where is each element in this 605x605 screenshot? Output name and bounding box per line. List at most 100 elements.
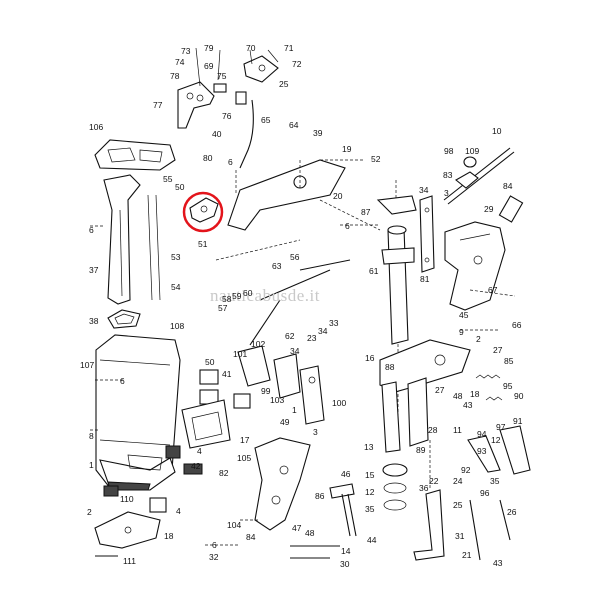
stern-bracket-column bbox=[376, 180, 417, 440]
part-number-label: 17 bbox=[240, 435, 250, 445]
part-number-label: 42 bbox=[191, 461, 201, 471]
part-number-label: 37 bbox=[89, 265, 99, 275]
part-number-label: 18 bbox=[470, 389, 480, 399]
part-number-label: 97 bbox=[496, 422, 506, 432]
part-number-label: 63 bbox=[272, 261, 282, 271]
part-number-label: 84 bbox=[246, 532, 256, 542]
part-number-label: 24 bbox=[453, 476, 463, 486]
part-number-label: 15 bbox=[365, 470, 375, 480]
base-small-parts bbox=[103, 445, 203, 513]
part-number-label: 31 bbox=[455, 531, 465, 541]
part-number-label: 65 bbox=[261, 115, 271, 125]
part-number-label: 19 bbox=[342, 144, 352, 154]
part-number-label: 12 bbox=[365, 487, 375, 497]
part-number-label: 3 bbox=[313, 427, 318, 437]
part-number-label: 72 bbox=[292, 59, 302, 69]
part-number-label: 11 bbox=[453, 425, 462, 435]
part-number-label: 6 bbox=[212, 540, 217, 550]
part-number-label: 9 bbox=[459, 327, 464, 337]
part-number-label: 45 bbox=[459, 310, 469, 320]
part-number-label: 81 bbox=[420, 274, 430, 284]
part-number-label: 64 bbox=[289, 120, 299, 130]
part-number-label: 12 bbox=[491, 435, 501, 445]
part-number-label: 27 bbox=[435, 385, 445, 395]
part-number-label: 20 bbox=[333, 191, 343, 201]
part-number-label: 43 bbox=[493, 558, 503, 568]
bottom-bracket bbox=[94, 511, 161, 557]
part-number-label: 91 bbox=[513, 416, 523, 426]
part-number-label: 29 bbox=[484, 204, 494, 214]
part-number-label: 2 bbox=[476, 334, 481, 344]
part-number-label: 107 bbox=[80, 360, 95, 370]
part-number-label: 35 bbox=[490, 476, 500, 486]
part-number-label: 27 bbox=[493, 345, 503, 355]
part-number-label: 57 bbox=[218, 303, 228, 313]
part-number-label: 98 bbox=[444, 146, 454, 156]
part-number-label: 56 bbox=[290, 252, 300, 262]
part-number-label: 6 bbox=[89, 225, 94, 235]
shift-linkage bbox=[237, 259, 351, 425]
part-number-label: 52 bbox=[371, 154, 381, 164]
part-number-label: 101 bbox=[233, 349, 248, 359]
part-number-label: 6 bbox=[345, 221, 350, 231]
part-number-label: 61 bbox=[369, 266, 379, 276]
exhaust-housing-top bbox=[94, 139, 176, 305]
part-number-label: 50 bbox=[205, 357, 215, 367]
part-number-label: 35 bbox=[365, 504, 375, 514]
part-number-label: 93 bbox=[477, 446, 487, 456]
part-number-label: 82 bbox=[219, 468, 229, 478]
highlighted-clamp-part bbox=[182, 191, 224, 233]
part-number-label: 80 bbox=[203, 153, 213, 163]
part-number-label: 6 bbox=[120, 376, 125, 386]
part-number-label: 99 bbox=[261, 386, 271, 396]
part-number-label: 111 bbox=[123, 556, 136, 566]
part-number-label: 23 bbox=[307, 333, 317, 343]
part-number-label: 25 bbox=[279, 79, 289, 89]
part-number-label: 26 bbox=[507, 507, 517, 517]
part-number-label: 28 bbox=[428, 425, 438, 435]
part-number-label: 55 bbox=[163, 174, 173, 184]
part-number-label: 34 bbox=[290, 346, 300, 356]
part-number-label: 96 bbox=[480, 488, 490, 498]
part-number-label: 30 bbox=[340, 559, 350, 569]
part-number-label: 70 bbox=[246, 43, 256, 53]
part-number-label: 13 bbox=[364, 442, 374, 452]
part-number-label: 106 bbox=[89, 122, 104, 132]
part-number-label: 92 bbox=[461, 465, 471, 475]
part-number-label: 47 bbox=[292, 523, 302, 533]
part-number-label: 14 bbox=[341, 546, 351, 556]
part-number-label: 87 bbox=[361, 207, 371, 217]
part-number-label: 36 bbox=[419, 483, 429, 493]
part-number-label: 22 bbox=[429, 476, 439, 486]
clamp-screw bbox=[329, 483, 357, 537]
part-number-label: 32 bbox=[209, 552, 219, 562]
part-number-label: 8 bbox=[89, 431, 94, 441]
part-number-label: 62 bbox=[285, 331, 295, 341]
right-clamp-bracket bbox=[419, 195, 506, 311]
part-number-label: 50 bbox=[175, 182, 185, 192]
shift-rod bbox=[443, 147, 524, 223]
part-number-label: 54 bbox=[171, 282, 181, 292]
watermark-text: nauticabusde.it bbox=[210, 286, 320, 305]
part-number-label: 38 bbox=[89, 316, 99, 326]
part-number-label: 69 bbox=[204, 61, 214, 71]
part-number-label: 90 bbox=[514, 391, 524, 401]
part-number-label: 49 bbox=[280, 417, 290, 427]
part-number-label: 75 bbox=[217, 71, 227, 81]
part-number-label: 39 bbox=[313, 128, 323, 138]
part-number-label: 2 bbox=[87, 507, 92, 517]
part-number-label: 78 bbox=[170, 71, 180, 81]
drive-shaft-housing bbox=[95, 334, 181, 491]
part-number-label: 48 bbox=[453, 391, 463, 401]
part-number-label: 85 bbox=[504, 356, 514, 366]
throttle-link bbox=[239, 49, 279, 169]
bushings-rings bbox=[382, 463, 408, 511]
part-number-label: 4 bbox=[176, 506, 181, 516]
tilt-levers bbox=[413, 425, 531, 561]
part-number-label: 18 bbox=[164, 531, 174, 541]
highlight-circle bbox=[182, 191, 224, 233]
part-number-label: 84 bbox=[503, 181, 513, 191]
part-number-label: 33 bbox=[329, 318, 339, 328]
part-number-label: 104 bbox=[227, 520, 242, 530]
